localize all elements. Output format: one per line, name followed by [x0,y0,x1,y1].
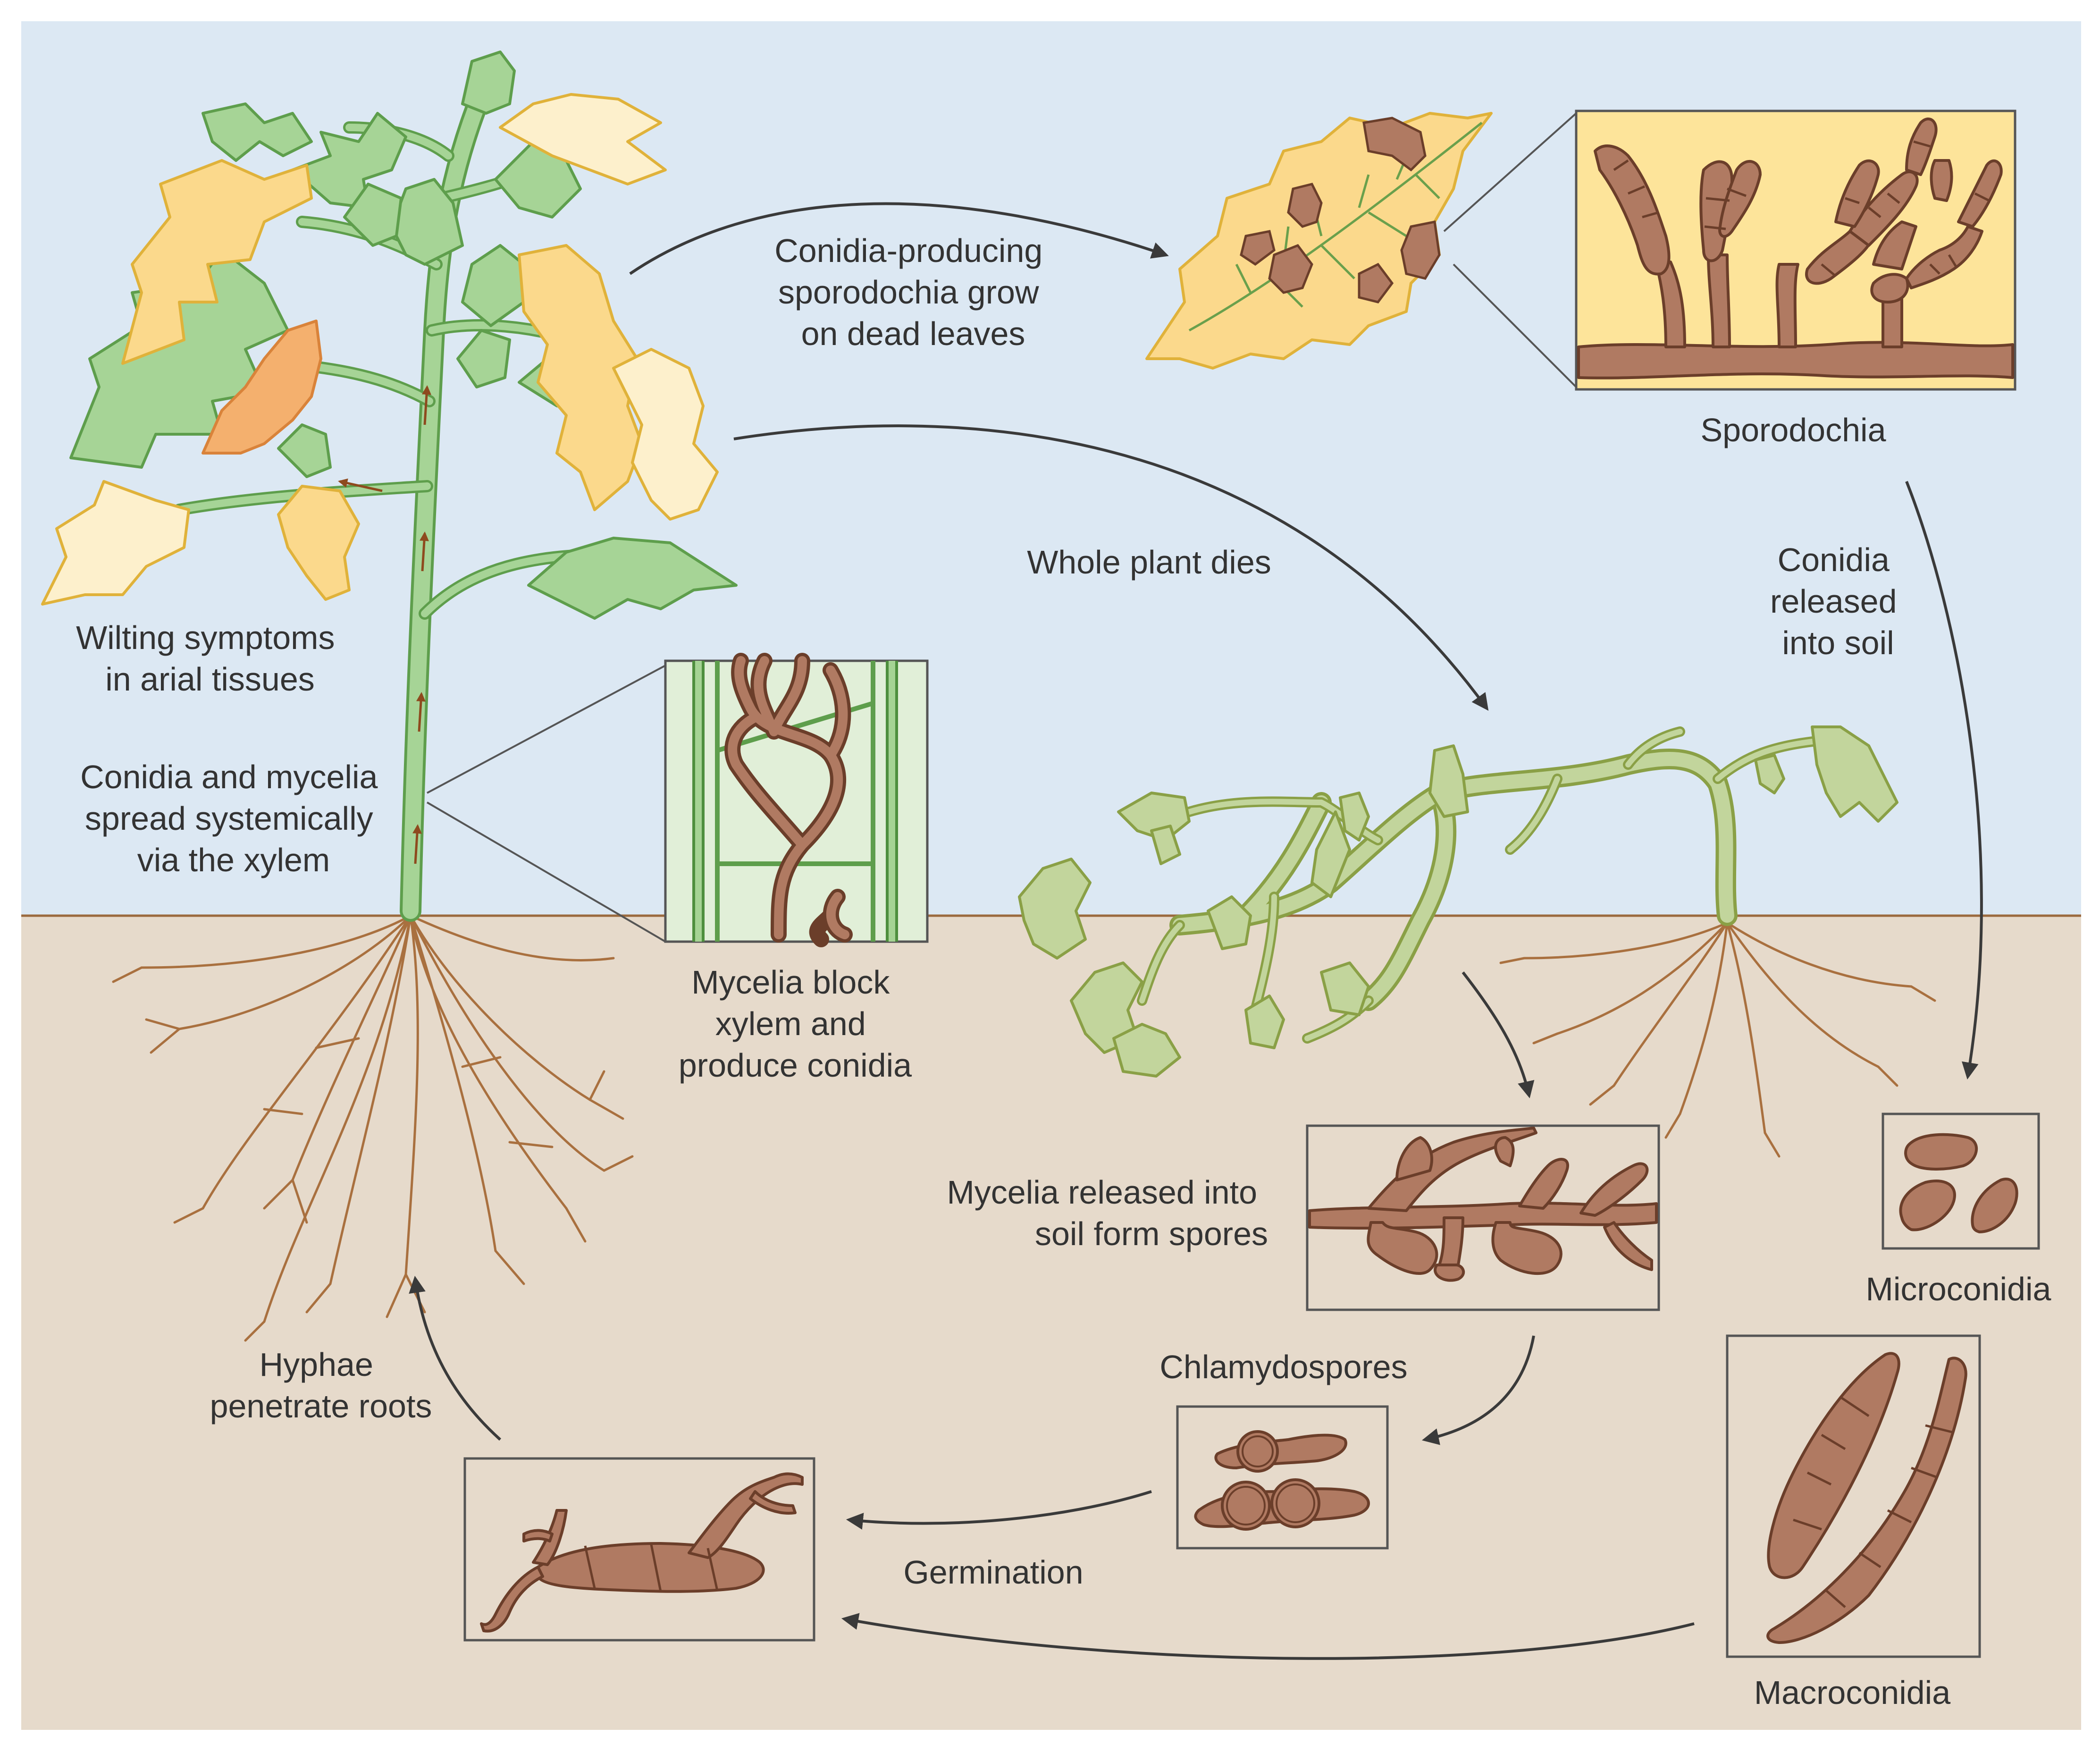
microconidia-inset [1882,1112,2040,1250]
macroconidia-inset [1726,1334,1981,1658]
dead-leaf-icon [1145,112,1493,370]
macroconidia-box [1726,1334,1981,1658]
germination-box [463,1457,815,1642]
germination-inset [463,1457,815,1642]
arrow-to-germination-from-macroconidia [841,1613,1695,1660]
label-wilting: Wilting symptoms in arial tissues [76,619,344,698]
arrow-to-dead-leaf [629,202,1169,275]
plant-roots [112,914,634,1342]
leaf-green [343,183,403,247]
leaf-pale [499,93,667,185]
label-microconidia: Microconidia [1866,1271,2051,1307]
plant-leaves [41,51,738,620]
leaf-yellow [277,485,360,601]
label-chlamydospores: Chlamydospores [1159,1348,1407,1385]
label-sporodochia: Sporodochia [1700,412,1886,448]
arrow-to-germination-from-chlamydospores [846,1490,1152,1530]
soil-mycelia-box [1306,1124,1660,1311]
leaf-green [390,178,464,266]
sporodochia-inset [1443,110,2016,391]
leaf-yellow [518,244,643,511]
label-macroconidia: Macroconidia [1754,1674,1950,1711]
dead-plant-leaves [1018,725,1898,1078]
chlamydospores-box [1176,1405,1389,1550]
diagram-labels: Wilting symptoms in arial tissues Conidi… [76,232,2051,1711]
label-mycelia-soil: Mycelia released into soil form spores [947,1174,1268,1252]
leaf-yellow [121,159,313,365]
chlamydospores-inset [1176,1405,1389,1550]
leaf-green [527,537,738,620]
label-sporodochia-grow: Conidia-producing sporodochia grow on de… [774,232,1052,352]
dead-plant-icon [1018,725,1936,1158]
label-conidia-released: Conidia released into soil [1770,541,1906,661]
label-hyphae: Hyphae penetrate roots [210,1346,432,1424]
leaf-green [69,249,289,469]
xylem-inset [426,653,929,947]
arrow-to-soil-mycelia [1462,971,1535,1099]
soil-background [21,916,2081,1730]
leaf-green [202,102,313,162]
cycle-arrows [409,202,1983,1660]
label-mycelia-block: Mycelia block xylem and produce conidia [679,964,912,1084]
leaf-orange [202,320,322,455]
arrow-to-microconidia [1905,480,1983,1080]
leaf-pale [612,348,719,521]
xylem-flow-arrows [338,385,431,864]
soil-mycelia-inset [1306,1124,1660,1311]
arrow-to-dead-plant [733,424,1489,711]
healthy-wilting-plant-icon [41,51,738,1342]
label-germination: Germination [903,1554,1083,1591]
leaf-pale [41,480,190,606]
label-whole-plant-dies: Whole plant dies [1027,544,1271,581]
arrow-to-roots [409,1275,502,1441]
microconidia-box [1882,1112,2040,1250]
leaf-green [456,329,511,388]
label-spread: Conidia and mycelia spread systemically … [80,759,387,878]
dead-plant-roots [1499,921,1936,1158]
xylem-box [664,659,929,943]
leaf-green [461,51,516,115]
leaf-green [277,423,332,478]
arrow-to-chlamydospores [1421,1335,1535,1445]
